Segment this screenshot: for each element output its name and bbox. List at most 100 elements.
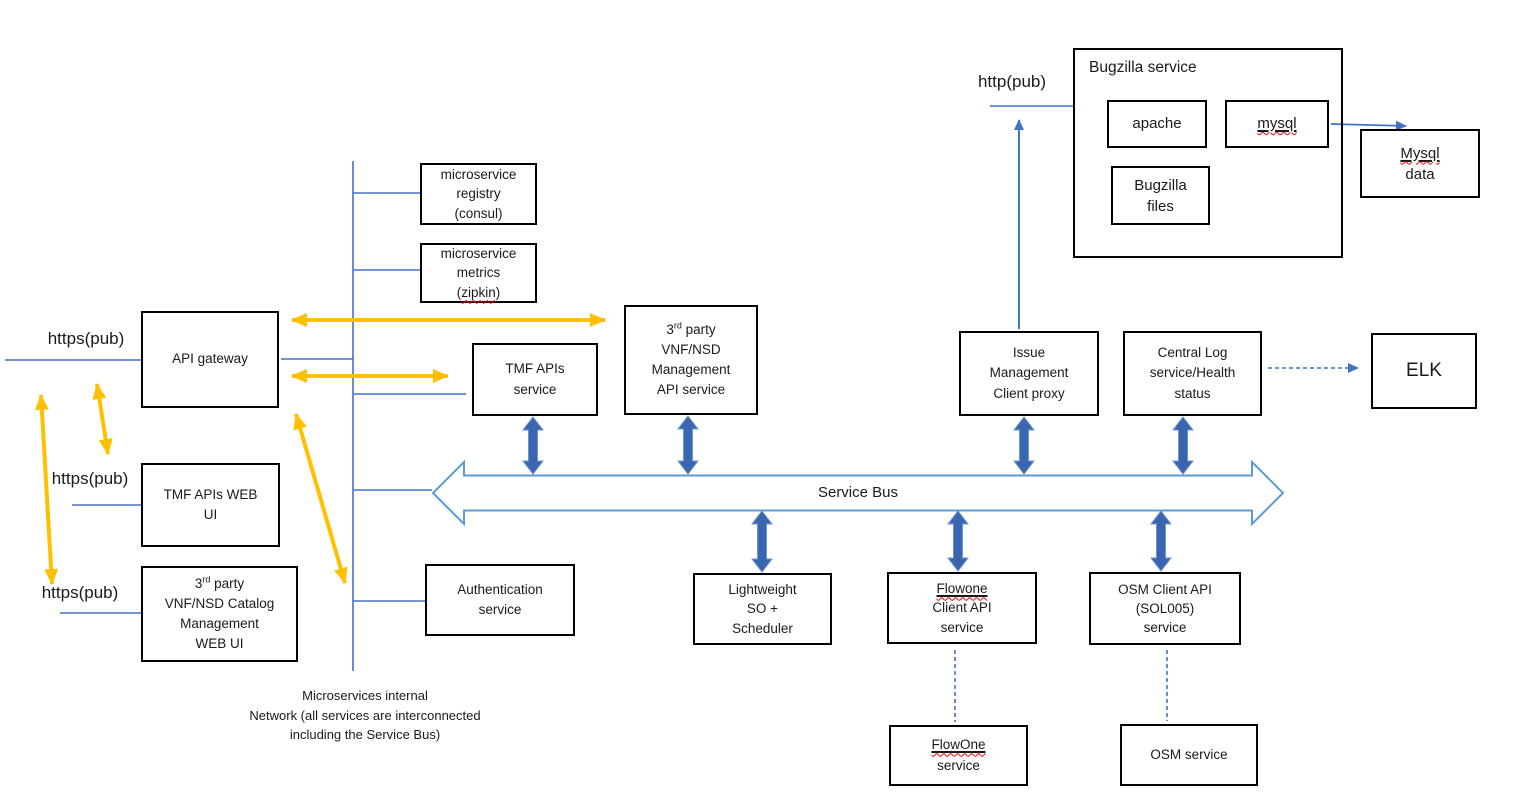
node-elk-label: ELK [1406, 359, 1442, 381]
node-third-party-mgmt: 3rd party VNF/NSD Management API service [624, 305, 758, 415]
node-osm-client: OSM Client API (SOL005) service [1089, 572, 1241, 645]
node-elk: ELK [1371, 333, 1477, 409]
flowone-service-word: FlowOne [931, 737, 986, 753]
node-third-party-mgmt-line2: VNF/NSD [661, 341, 721, 357]
mgmt-third-party-pre: 3 [666, 321, 674, 337]
node-mysql-data-line1: Mysql [1400, 143, 1439, 164]
node-flowone-client: Flowone Client API service [887, 572, 1037, 644]
thin-connectors [5, 105, 1073, 614]
node-lightweight-line2: SO + [746, 601, 779, 617]
node-mysql-data: Mysql data [1360, 129, 1480, 198]
metrics-paren-close: ) [495, 284, 501, 300]
label-https-pub-top: https(pub) [47, 329, 125, 348]
node-central-log: Central Log service/Health status [1123, 331, 1262, 416]
node-apache-label: apache [1132, 114, 1182, 132]
network-note: Microservices internal Network (all serv… [225, 686, 505, 745]
network-note-line1: Microservices internal [302, 688, 428, 703]
node-tmf-service-line2: service [513, 381, 557, 397]
node-issue-mgmt: Issue Management Client proxy [959, 331, 1099, 416]
mysql-underline: mysql [1257, 115, 1296, 132]
yellow-arrow-gateway-network [293, 413, 348, 584]
flowone-word: Flowone [936, 581, 988, 597]
node-catalog-web-ui-line3: Management [180, 616, 259, 631]
metrics-zipkin-word: zipkin [461, 284, 496, 300]
label-service-bus: Service Bus [817, 484, 899, 501]
node-registry-line3: (consul) [454, 205, 503, 221]
node-bugzilla-files-line2: files [1147, 197, 1174, 215]
label-https-pub-mid: https(pub) [51, 469, 129, 488]
node-flowone-service-line2: service [937, 757, 980, 773]
flowone-service-underline: FlowOne [931, 737, 985, 752]
yellow-arrow-gateway-webui [92, 383, 113, 455]
flowone-underline: Flowone [936, 581, 987, 596]
node-catalog-web-ui-line1: 3rd party [195, 574, 244, 594]
node-auth-line1: Authentication [457, 581, 543, 597]
node-bugzilla-title: Bugzilla service [1089, 59, 1197, 76]
bus-arrow-central-log [1171, 416, 1195, 475]
mysql-data-underline: Mysql [1400, 145, 1439, 162]
node-bugzilla-files: Bugzilla files [1111, 166, 1210, 225]
node-microservice-registry: microservice registry (consul) [420, 163, 537, 225]
third-party-pre: 3 [194, 575, 203, 591]
node-mysql-data-line2: data [1405, 165, 1435, 183]
node-flowone-service: FlowOne service [889, 725, 1028, 786]
third-party-sup: rd [202, 574, 211, 584]
node-flowone-client-line2: Client API [932, 600, 992, 616]
node-api-gateway: API gateway [141, 311, 279, 408]
node-catalog-web-ui-line2: VNF/NSD Catalog [164, 595, 275, 611]
node-bugzilla-files-line1: Bugzilla [1134, 176, 1187, 194]
node-flowone-client-line1: Flowone [936, 579, 987, 598]
node-flowone-client-line3: service [940, 619, 984, 635]
label-https-pub-bottom: https(pub) [41, 583, 119, 602]
network-note-line3: including the Service Bus) [289, 727, 441, 742]
bus-arrow-third-party [676, 415, 700, 475]
node-osm-client-line3: service [1143, 620, 1187, 636]
service-bus-arrow [431, 459, 1285, 527]
node-third-party-mgmt-line4: API service [656, 382, 726, 398]
node-lightweight-so: Lightweight SO + Scheduler [693, 573, 832, 645]
node-catalog-web-ui-line4: WEB UI [195, 636, 244, 652]
yellow-arrow-gateway-catalogui [34, 394, 59, 585]
node-tmf-web-ui-line2: UI [203, 507, 218, 522]
bus-link-arrows [521, 415, 1195, 573]
node-osm-client-line2: (SOL005) [1135, 600, 1195, 616]
node-central-log-line3: status [1174, 385, 1211, 401]
mgmt-third-party-sup: rd [673, 320, 682, 330]
node-lightweight-line1: Lightweight [728, 582, 797, 598]
node-tmf-web-ui: TMF APIs WEB UI [141, 463, 280, 547]
arrow-mysql-to-data [1330, 120, 1407, 131]
bus-arrow-lightweight [750, 510, 774, 573]
yellow-arrows [34, 313, 606, 585]
mgmt-third-party-post: party [681, 321, 716, 337]
node-api-gateway-label: API gateway [172, 351, 248, 367]
node-issue-mgmt-line3: Client proxy [993, 385, 1065, 401]
metrics-paren-open: ( [456, 284, 462, 300]
node-third-party-mgmt-line3: Management [651, 362, 731, 377]
node-flowone-service-line1: FlowOne [931, 735, 985, 755]
label-http-pub: http(pub) [977, 72, 1047, 91]
node-osm-service-label: OSM service [1150, 746, 1228, 762]
node-tmf-apis-service: TMF APIs service [472, 343, 598, 416]
node-metrics-line1: microservice [440, 246, 517, 262]
node-third-party-mgmt-line1: 3rd party [666, 320, 715, 340]
bus-arrow-osm [1149, 510, 1173, 572]
node-issue-mgmt-line2: Management [989, 365, 1069, 381]
node-mysql: mysql [1225, 100, 1329, 148]
node-auth-line2: service [478, 602, 522, 617]
node-tmf-service-line1: TMF APIs [505, 361, 565, 377]
node-osm-service: OSM service [1120, 724, 1258, 786]
node-microservice-metrics: microservice metrics (zipkin) [420, 243, 537, 303]
node-issue-mgmt-line1: Issue [1012, 345, 1046, 361]
node-registry-line1: microservice [440, 167, 517, 183]
mysql-word: mysql [1257, 114, 1297, 132]
node-bugzilla-container [1073, 48, 1343, 258]
third-party-post: party [210, 575, 245, 591]
node-catalog-web-ui: 3rd party VNF/NSD Catalog Management WEB… [141, 566, 298, 662]
node-mysql-line1: mysql [1257, 113, 1296, 136]
mysql-data-word: Mysql [1400, 144, 1440, 162]
node-metrics-line2: metrics [456, 265, 501, 281]
node-osm-client-line1: OSM Client API [1118, 581, 1212, 597]
node-lightweight-line3: Scheduler [732, 620, 793, 636]
